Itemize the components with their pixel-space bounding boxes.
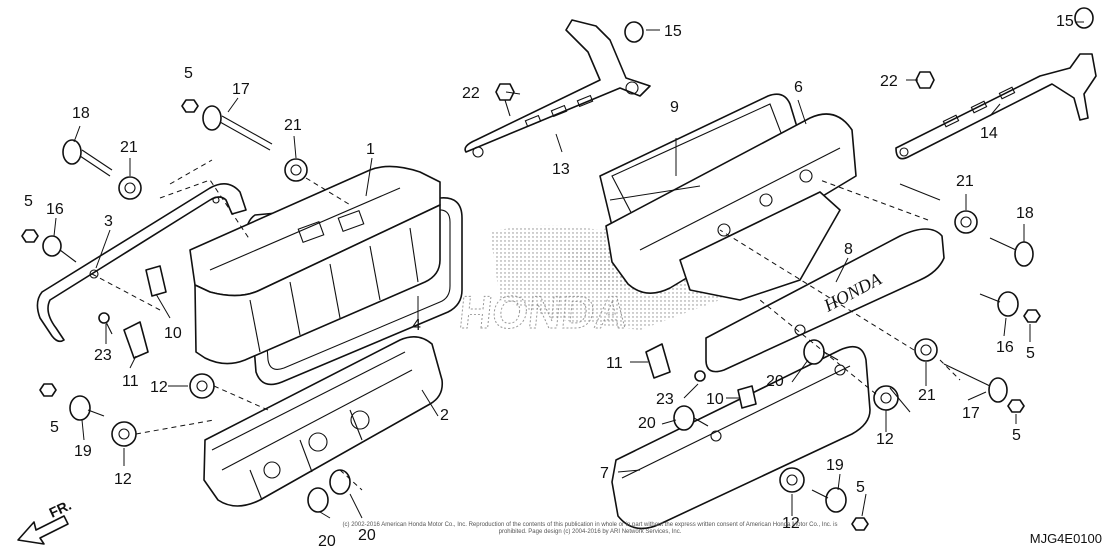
callout-21-c: 21: [956, 173, 974, 190]
callout-1: 1: [366, 141, 375, 158]
nut-part-5-left-b: [21, 229, 39, 243]
clip-part-10-left: [145, 265, 167, 297]
callout-5-e: 5: [1012, 427, 1021, 444]
lower-case-part-2: [203, 336, 444, 507]
callout-12-a: 12: [150, 379, 168, 396]
callout-4: 4: [412, 317, 421, 334]
nut-part-5-right-c: [851, 517, 869, 531]
callout-5-a: 5: [184, 65, 193, 82]
grommet-part-21-right-a: [954, 210, 978, 234]
callout-22-b: 22: [880, 73, 898, 90]
leader-lines: [53, 21, 1084, 519]
lower-case-part-7: [611, 345, 871, 530]
callout-12-c: 12: [876, 431, 894, 448]
bushing-part-15-center: [624, 21, 644, 43]
bushing-part-15-right: [1074, 7, 1094, 29]
callout-8: 8: [844, 241, 853, 258]
grommet-part-21-left-b: [284, 158, 308, 182]
bracket-part-11-right: [645, 343, 671, 379]
honda-watermark-text: HONDA: [456, 286, 630, 338]
bolt-part-19-right: [811, 487, 847, 513]
callout-11-b: 11: [606, 355, 623, 372]
callout-16-a: 16: [46, 201, 64, 218]
callout-11-a: 11: [122, 373, 139, 390]
callout-14: 14: [980, 125, 998, 142]
callout-16-b: 16: [996, 339, 1014, 356]
callout-10-a: 10: [164, 325, 182, 342]
bolt-part-17-left: [202, 105, 273, 151]
callout-18-b: 18: [1016, 205, 1034, 222]
nut-part-5-left-a: [181, 99, 199, 113]
bolt-part-17-right: [943, 363, 1008, 403]
callout-19-b: 19: [826, 457, 844, 474]
callout-10-b: 10: [706, 391, 724, 408]
clip-part-10-right: [737, 385, 757, 409]
callout-9: 9: [670, 99, 679, 116]
callout-21-a: 21: [120, 139, 138, 156]
bracket-part-13: [464, 19, 651, 158]
bracket-part-11-left: [123, 321, 149, 359]
bolt-part-19-left: [69, 395, 105, 421]
screw-part-23-right: [694, 370, 706, 382]
callout-7: 7: [600, 465, 609, 482]
diagram-code: MJG4E0100: [1029, 531, 1102, 546]
callout-20-d: 20: [638, 415, 656, 432]
callout-21-d: 21: [918, 387, 936, 404]
callout-19-a: 19: [74, 443, 92, 460]
bolt-part-16-right: [979, 291, 1019, 317]
spacer-part-20-right-b: [673, 405, 709, 431]
saddlebag-lid-part-1: [189, 165, 441, 365]
grommet-part-12-right-a: [873, 385, 899, 411]
strap-part-3: [36, 183, 247, 343]
nut-part-5-left-c: [39, 383, 57, 397]
bolt-part-18-right: [989, 237, 1034, 267]
callout-5-b: 5: [24, 193, 33, 210]
callout-22-a: 22: [462, 85, 480, 102]
callout-18-a: 18: [72, 105, 90, 122]
spacer-part-20-left-a: [329, 469, 351, 495]
front-direction-label: FR.: [47, 497, 74, 521]
callout-20-c: 20: [766, 373, 784, 390]
callout-13: 13: [552, 161, 570, 178]
grommet-part-21-right-b: [914, 338, 938, 362]
grommet-part-12-left-a: [189, 373, 215, 399]
spacer-part-20-left-b: [307, 487, 329, 513]
screw-part-23-left: [98, 312, 113, 335]
callout-5-f: 5: [856, 479, 865, 496]
grommet-part-12-right-b: [779, 467, 805, 493]
copyright-footer: (c) 2002-2016 American Honda Motor Co., …: [342, 522, 838, 535]
lid-part-6: [605, 113, 857, 301]
nut-part-5-right-a: [1023, 309, 1041, 323]
callout-3: 3: [104, 213, 113, 230]
front-direction-arrow-icon: [17, 515, 69, 545]
callout-20-a: 20: [318, 533, 336, 550]
callout-labels: 1 2 3 4 5 5 5 5 5 5 6 7 8 9 10 10 11 11 …: [24, 13, 1074, 550]
callout-5-d: 5: [1026, 345, 1035, 362]
grommet-part-21-left-a: [118, 176, 142, 200]
bolt-part-18-left: [62, 139, 113, 177]
bolt-part-22-center: [495, 83, 515, 117]
callout-12-d: 12: [782, 515, 800, 532]
callout-21-b: 21: [284, 117, 302, 134]
callout-23-b: 23: [656, 391, 674, 408]
callout-15-b: 15: [1056, 13, 1074, 30]
bracket-part-14: [895, 53, 1097, 160]
callout-6: 6: [794, 79, 803, 96]
callout-2: 2: [440, 407, 449, 424]
callout-17-a: 17: [232, 81, 250, 98]
bolt-part-16-left: [42, 235, 77, 263]
callout-17-b: 17: [962, 405, 980, 422]
nut-part-5-right-b: [1007, 399, 1025, 413]
callout-12-b: 12: [114, 471, 132, 488]
bolt-part-22-right: [915, 71, 935, 89]
callout-15-a: 15: [664, 23, 682, 40]
grommet-part-12-left-b: [111, 421, 137, 447]
callout-5-c: 5: [50, 419, 59, 436]
callout-20-b: 20: [358, 527, 376, 544]
callout-23-a: 23: [94, 347, 112, 364]
